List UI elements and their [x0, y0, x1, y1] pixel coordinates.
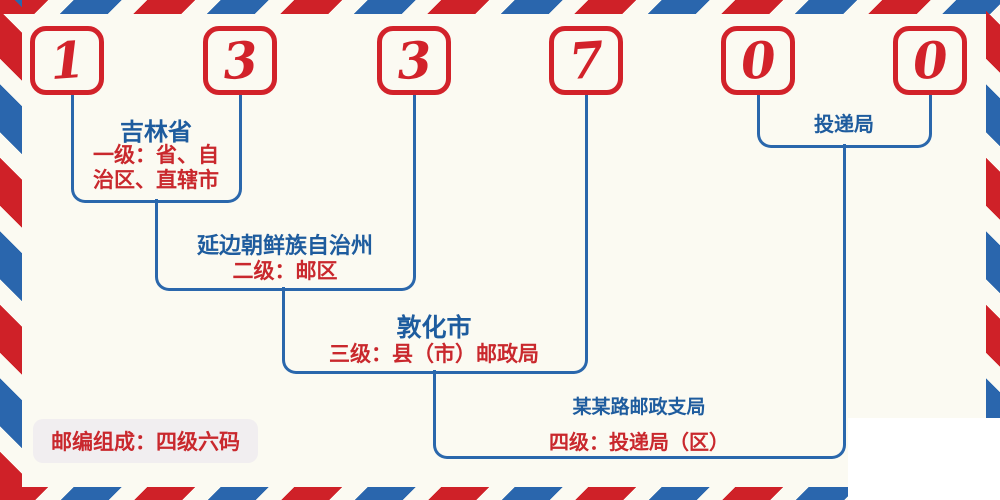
digit-box-3: 3: [377, 26, 451, 95]
digit-box-5: 0: [721, 26, 795, 95]
connector-digit6: [928, 95, 932, 128]
digit-6: 0: [910, 29, 950, 91]
level4-desc: 四级：投递局（区）: [549, 430, 729, 454]
bracket-delivery: [756, 128, 932, 148]
level1-desc-line1: 一级：省、自: [93, 143, 219, 167]
digit-2: 3: [220, 29, 260, 91]
digit-5: 0: [738, 29, 778, 91]
digit-box-4: 7: [549, 26, 623, 95]
stub-level2-to-level3: [281, 287, 285, 354]
level1-desc-line2: 治区、直辖市: [93, 168, 219, 192]
connector-digit5: [756, 95, 760, 128]
digit-box-6: 0: [893, 26, 967, 95]
digit-box-2: 3: [203, 26, 277, 95]
bracket-level3: [281, 354, 588, 374]
connector-digit2: [238, 95, 242, 183]
airmail-border-bottom: [0, 487, 1000, 500]
airmail-border-left: [0, 0, 22, 500]
connector-digit4: [584, 95, 588, 354]
digit-box-1: 1: [30, 26, 104, 95]
stub-level3-to-level4: [432, 370, 436, 439]
connector-digit1: [70, 95, 74, 183]
connector-digit3: [412, 95, 416, 271]
delivery-office-title: 投递局: [814, 112, 874, 136]
level3-title: 敦化市: [396, 313, 472, 342]
digit-3: 3: [394, 29, 434, 91]
bracket-level4: [432, 439, 846, 459]
stub-level1-to-level2: [154, 199, 158, 271]
digit-1: 1: [47, 29, 87, 91]
level2-desc: 二级：邮区: [232, 259, 338, 283]
airmail-border-right: [986, 0, 1000, 500]
bottom-right-blank-corner: [848, 418, 1000, 500]
level1-title: 吉林省: [120, 118, 192, 146]
level3-desc: 三级：县（市）邮政局: [329, 342, 539, 366]
level1-desc: 一级：省、自 治区、直辖市: [56, 143, 256, 193]
bracket-level1: [70, 183, 242, 203]
level2-title: 延边朝鲜族自治州: [196, 234, 373, 259]
stub-delivery-to-level4: [842, 144, 846, 439]
bracket-level2: [154, 271, 416, 291]
postal-code-composition-label: 邮编组成：四级六码: [33, 419, 258, 463]
airmail-border-top: [0, 0, 1000, 14]
level4-title: 某某路邮政支局: [572, 396, 706, 418]
digit-4: 7: [566, 29, 606, 91]
